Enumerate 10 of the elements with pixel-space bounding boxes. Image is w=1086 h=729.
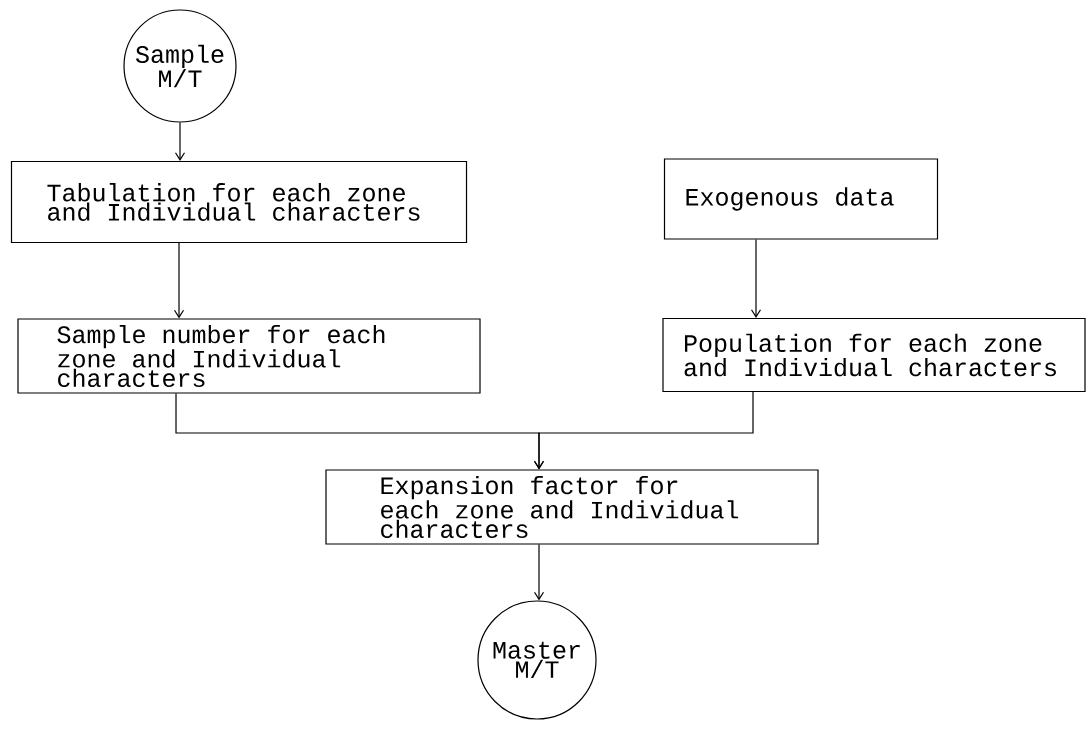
arrow — [533, 391, 754, 470]
arrow — [750, 239, 762, 318]
process-box: Population for each zone and Individual characters — [662, 317, 1086, 393]
arrow — [173, 242, 185, 319]
arrow — [533, 544, 545, 601]
arrow — [174, 122, 186, 161]
process-box: Expansion factor for each zone and Individual characters — [325, 469, 819, 545]
process-box: Sample number for each zone and Individual characters — [17, 318, 481, 394]
process-box: Exogenous data — [663, 158, 939, 240]
process-box: Tabulation for each zone and Individual characters — [10, 160, 468, 244]
